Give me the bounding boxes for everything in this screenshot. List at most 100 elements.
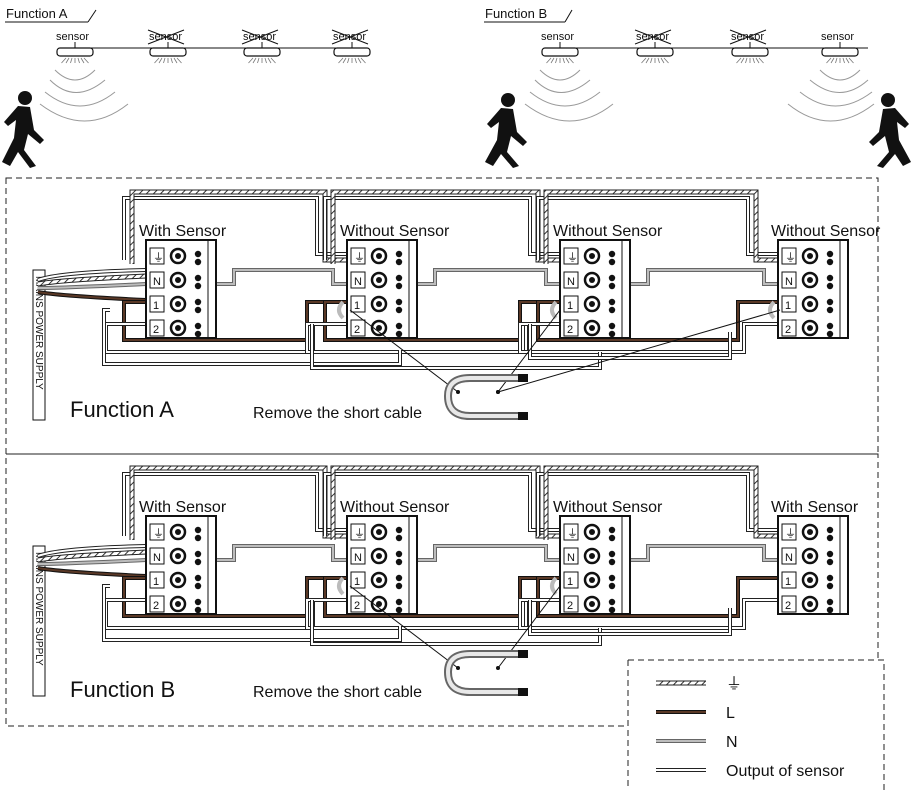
walking-person-right-icon — [869, 93, 911, 168]
mains-power-supply-label: MAINS POWER SUPPLY — [32, 545, 46, 697]
ceiling-sensor-icon: sensor — [821, 31, 859, 64]
module-label: Without Sensor — [553, 223, 663, 240]
terminal-mark: ⏚ — [354, 251, 365, 264]
terminal-mark: ⏚ — [354, 527, 365, 540]
terminal-mark: 2 — [785, 600, 791, 612]
legend-item-neutral: N — [656, 734, 738, 751]
terminal-block: Without Sensor ⏚ N 1 2 — [337, 499, 450, 615]
neutral-wire — [630, 544, 778, 562]
terminal-mark: 1 — [785, 576, 791, 588]
legend-label: Output of sensor — [726, 763, 845, 780]
terminal-mark: N — [785, 552, 793, 564]
terminal-mark: 2 — [354, 324, 360, 336]
legend: ⏚ LN Output of sensor — [627, 659, 885, 790]
terminal-mark: ⏚ — [153, 251, 164, 264]
ceiling-sensor-icon: sensor — [56, 31, 94, 64]
legend-label: ⏚ — [726, 675, 742, 693]
sensor-label: sensor — [56, 31, 89, 43]
terminal-mark: N — [153, 552, 161, 564]
terminal-mark: N — [153, 276, 161, 288]
terminal-block: Without Sensor ⏚ N 1 2 — [337, 223, 450, 339]
ceiling-sensor-icon: sensor — [241, 29, 281, 64]
function-b-scene: Function B sensor sensor sensor sensor — [484, 6, 911, 168]
terminal-mark: ⏚ — [567, 527, 578, 540]
terminal-block: With Sensor ⏚ N 1 2 — [139, 223, 227, 339]
sensor-label: sensor — [821, 31, 854, 43]
terminal-mark: N — [354, 276, 362, 288]
module-label: Without Sensor — [340, 499, 450, 516]
removed-short-cable — [443, 650, 528, 696]
module-label: Without Sensor — [553, 499, 663, 516]
legend-item-live: L — [656, 705, 735, 722]
terminal-block: With Sensor ⏚ N 1 2 — [139, 499, 227, 615]
terminal-mark: 1 — [354, 576, 360, 588]
terminal-mark: N — [567, 552, 575, 564]
panel-b-title: Function B — [70, 677, 175, 702]
neutral-wire — [417, 544, 560, 562]
terminal-mark: N — [785, 276, 793, 288]
module-label: With Sensor — [139, 223, 227, 240]
neutral-wire — [630, 268, 778, 286]
terminal-mark: ⏚ — [785, 527, 796, 540]
function-a-scene: Function A sensor sensor sensor sensor — [2, 6, 371, 168]
module-label: Without Sensor — [771, 223, 881, 240]
terminal-mark: 2 — [153, 600, 159, 612]
terminal-mark: 1 — [153, 300, 159, 312]
terminal-mark: 2 — [567, 324, 573, 336]
legend-label: L — [726, 705, 735, 722]
neutral-wire — [417, 268, 560, 286]
terminal-mark: ⏚ — [785, 251, 796, 264]
ceiling-sensor-icon: sensor — [729, 29, 769, 64]
terminal-mark: 1 — [785, 300, 791, 312]
module-label: Without Sensor — [340, 223, 450, 240]
terminal-mark: 1 — [567, 576, 573, 588]
mains-power-supply-label: MAINS POWER SUPPLY — [32, 269, 46, 421]
panel-a-title: Function A — [70, 397, 174, 422]
short-cable-loop — [337, 300, 345, 320]
panel-a-remove-note: Remove the short cable — [253, 405, 422, 422]
terminal-mark: N — [354, 552, 362, 564]
ceiling-sensor-icon: sensor — [147, 29, 187, 64]
terminal-mark: 2 — [153, 324, 159, 336]
removed-short-cable — [443, 374, 528, 420]
terminal-mark: 2 — [785, 324, 791, 336]
terminal-block: Without Sensor ⏚ N 1 2 — [550, 499, 663, 615]
function-b-label: Function B — [485, 6, 547, 21]
walking-person-icon — [2, 91, 44, 168]
terminal-mark: ⏚ — [567, 251, 578, 264]
svg-text:MAINS POWER SUPPLY: MAINS POWER SUPPLY — [33, 276, 44, 390]
panel-b-remove-note: Remove the short cable — [253, 684, 422, 701]
terminal-mark: 1 — [153, 576, 159, 588]
terminal-block: Without Sensor ⏚ N 1 2 — [550, 223, 663, 339]
neutral-wire — [216, 544, 347, 562]
terminal-mark: ⏚ — [153, 527, 164, 540]
terminal-mark: 1 — [567, 300, 573, 312]
pointer-arrow — [497, 309, 781, 393]
legend-item-output: Output of sensor — [656, 763, 845, 780]
terminal-block: With Sensor ⏚ N 1 2 — [771, 499, 859, 615]
ceiling-sensor-icon: sensor — [541, 31, 579, 64]
module-label: With Sensor — [139, 499, 227, 516]
short-cable-loop — [768, 300, 776, 320]
module-label: With Sensor — [771, 499, 859, 516]
terminal-mark: 2 — [354, 600, 360, 612]
terminal-mark: 1 — [354, 300, 360, 312]
function-a-label: Function A — [6, 6, 68, 21]
ceiling-sensor-icon: sensor — [331, 29, 371, 64]
pointer-arrow — [349, 585, 459, 669]
ceiling-sensor-icon: sensor — [634, 29, 674, 64]
terminal-mark: 2 — [567, 600, 573, 612]
short-cable-loop — [337, 576, 345, 596]
sensor-label: sensor — [541, 31, 574, 43]
legend-item-earth: ⏚ — [656, 675, 742, 693]
legend-label: N — [726, 734, 738, 751]
terminal-mark: N — [567, 276, 575, 288]
svg-text:MAINS POWER SUPPLY: MAINS POWER SUPPLY — [33, 552, 44, 666]
neutral-wire — [216, 268, 347, 286]
pointer-arrow — [349, 309, 459, 393]
walking-person-left-icon — [485, 93, 527, 168]
terminal-block: Without Sensor ⏚ N 1 2 — [768, 223, 881, 339]
